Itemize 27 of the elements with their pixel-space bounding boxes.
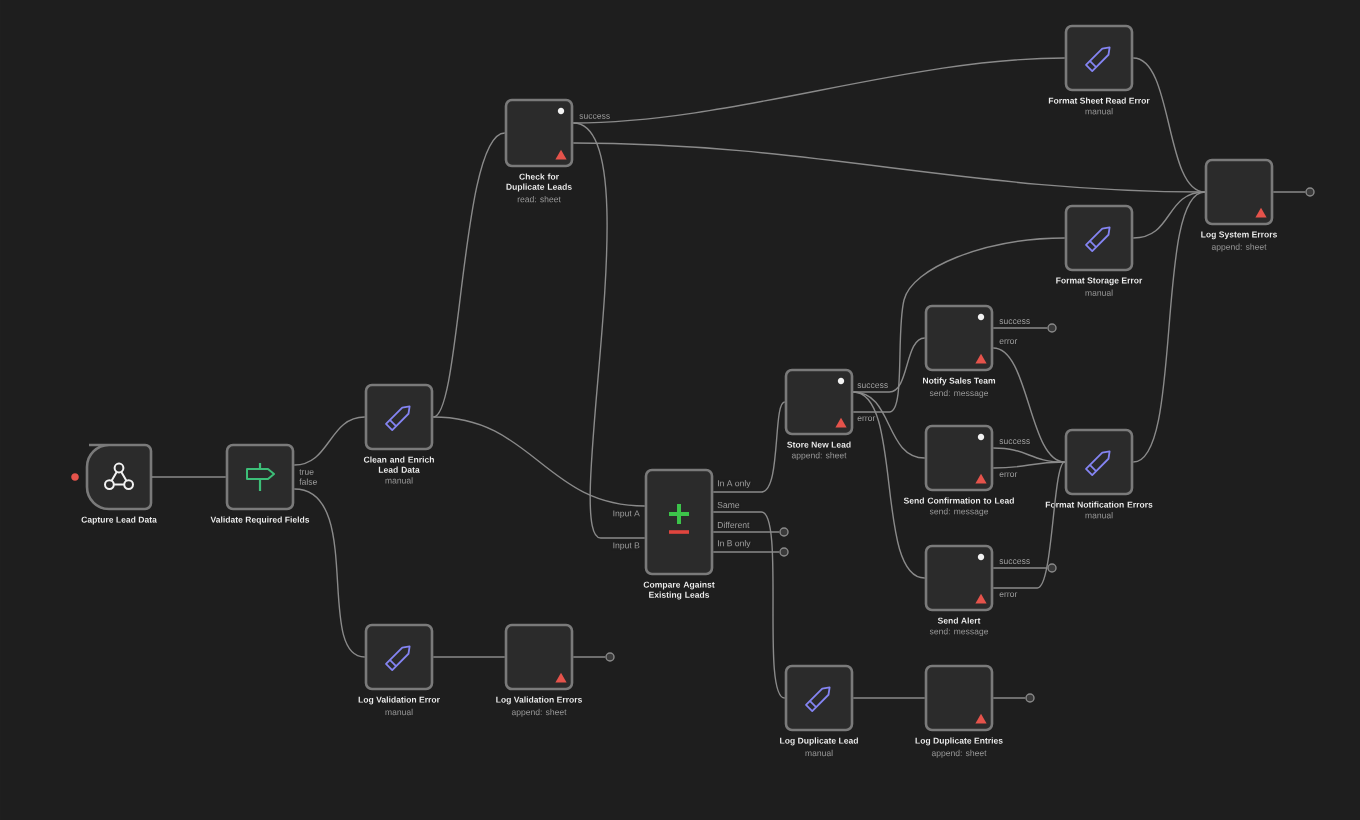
connector (992, 447, 1066, 463)
connector (852, 697, 926, 699)
connector (1132, 191, 1206, 463)
connector (712, 401, 786, 493)
connector (432, 656, 506, 658)
connector (1272, 191, 1306, 193)
connector (852, 237, 1066, 413)
connector (293, 488, 366, 658)
connector (992, 327, 1048, 329)
connector (992, 697, 1026, 699)
connector (992, 461, 1066, 469)
connector (852, 337, 926, 393)
connector (1132, 191, 1206, 239)
connector (992, 567, 1048, 569)
connector (712, 511, 786, 699)
connector (992, 461, 1066, 589)
connector (712, 551, 780, 553)
connector (992, 347, 1066, 463)
connector (712, 531, 780, 533)
connector (852, 391, 926, 579)
connector (293, 416, 366, 466)
connector (150, 476, 227, 478)
connector (572, 656, 606, 658)
connector (572, 57, 1066, 124)
connector (432, 132, 506, 418)
connector (1132, 57, 1206, 193)
connector (432, 416, 646, 507)
